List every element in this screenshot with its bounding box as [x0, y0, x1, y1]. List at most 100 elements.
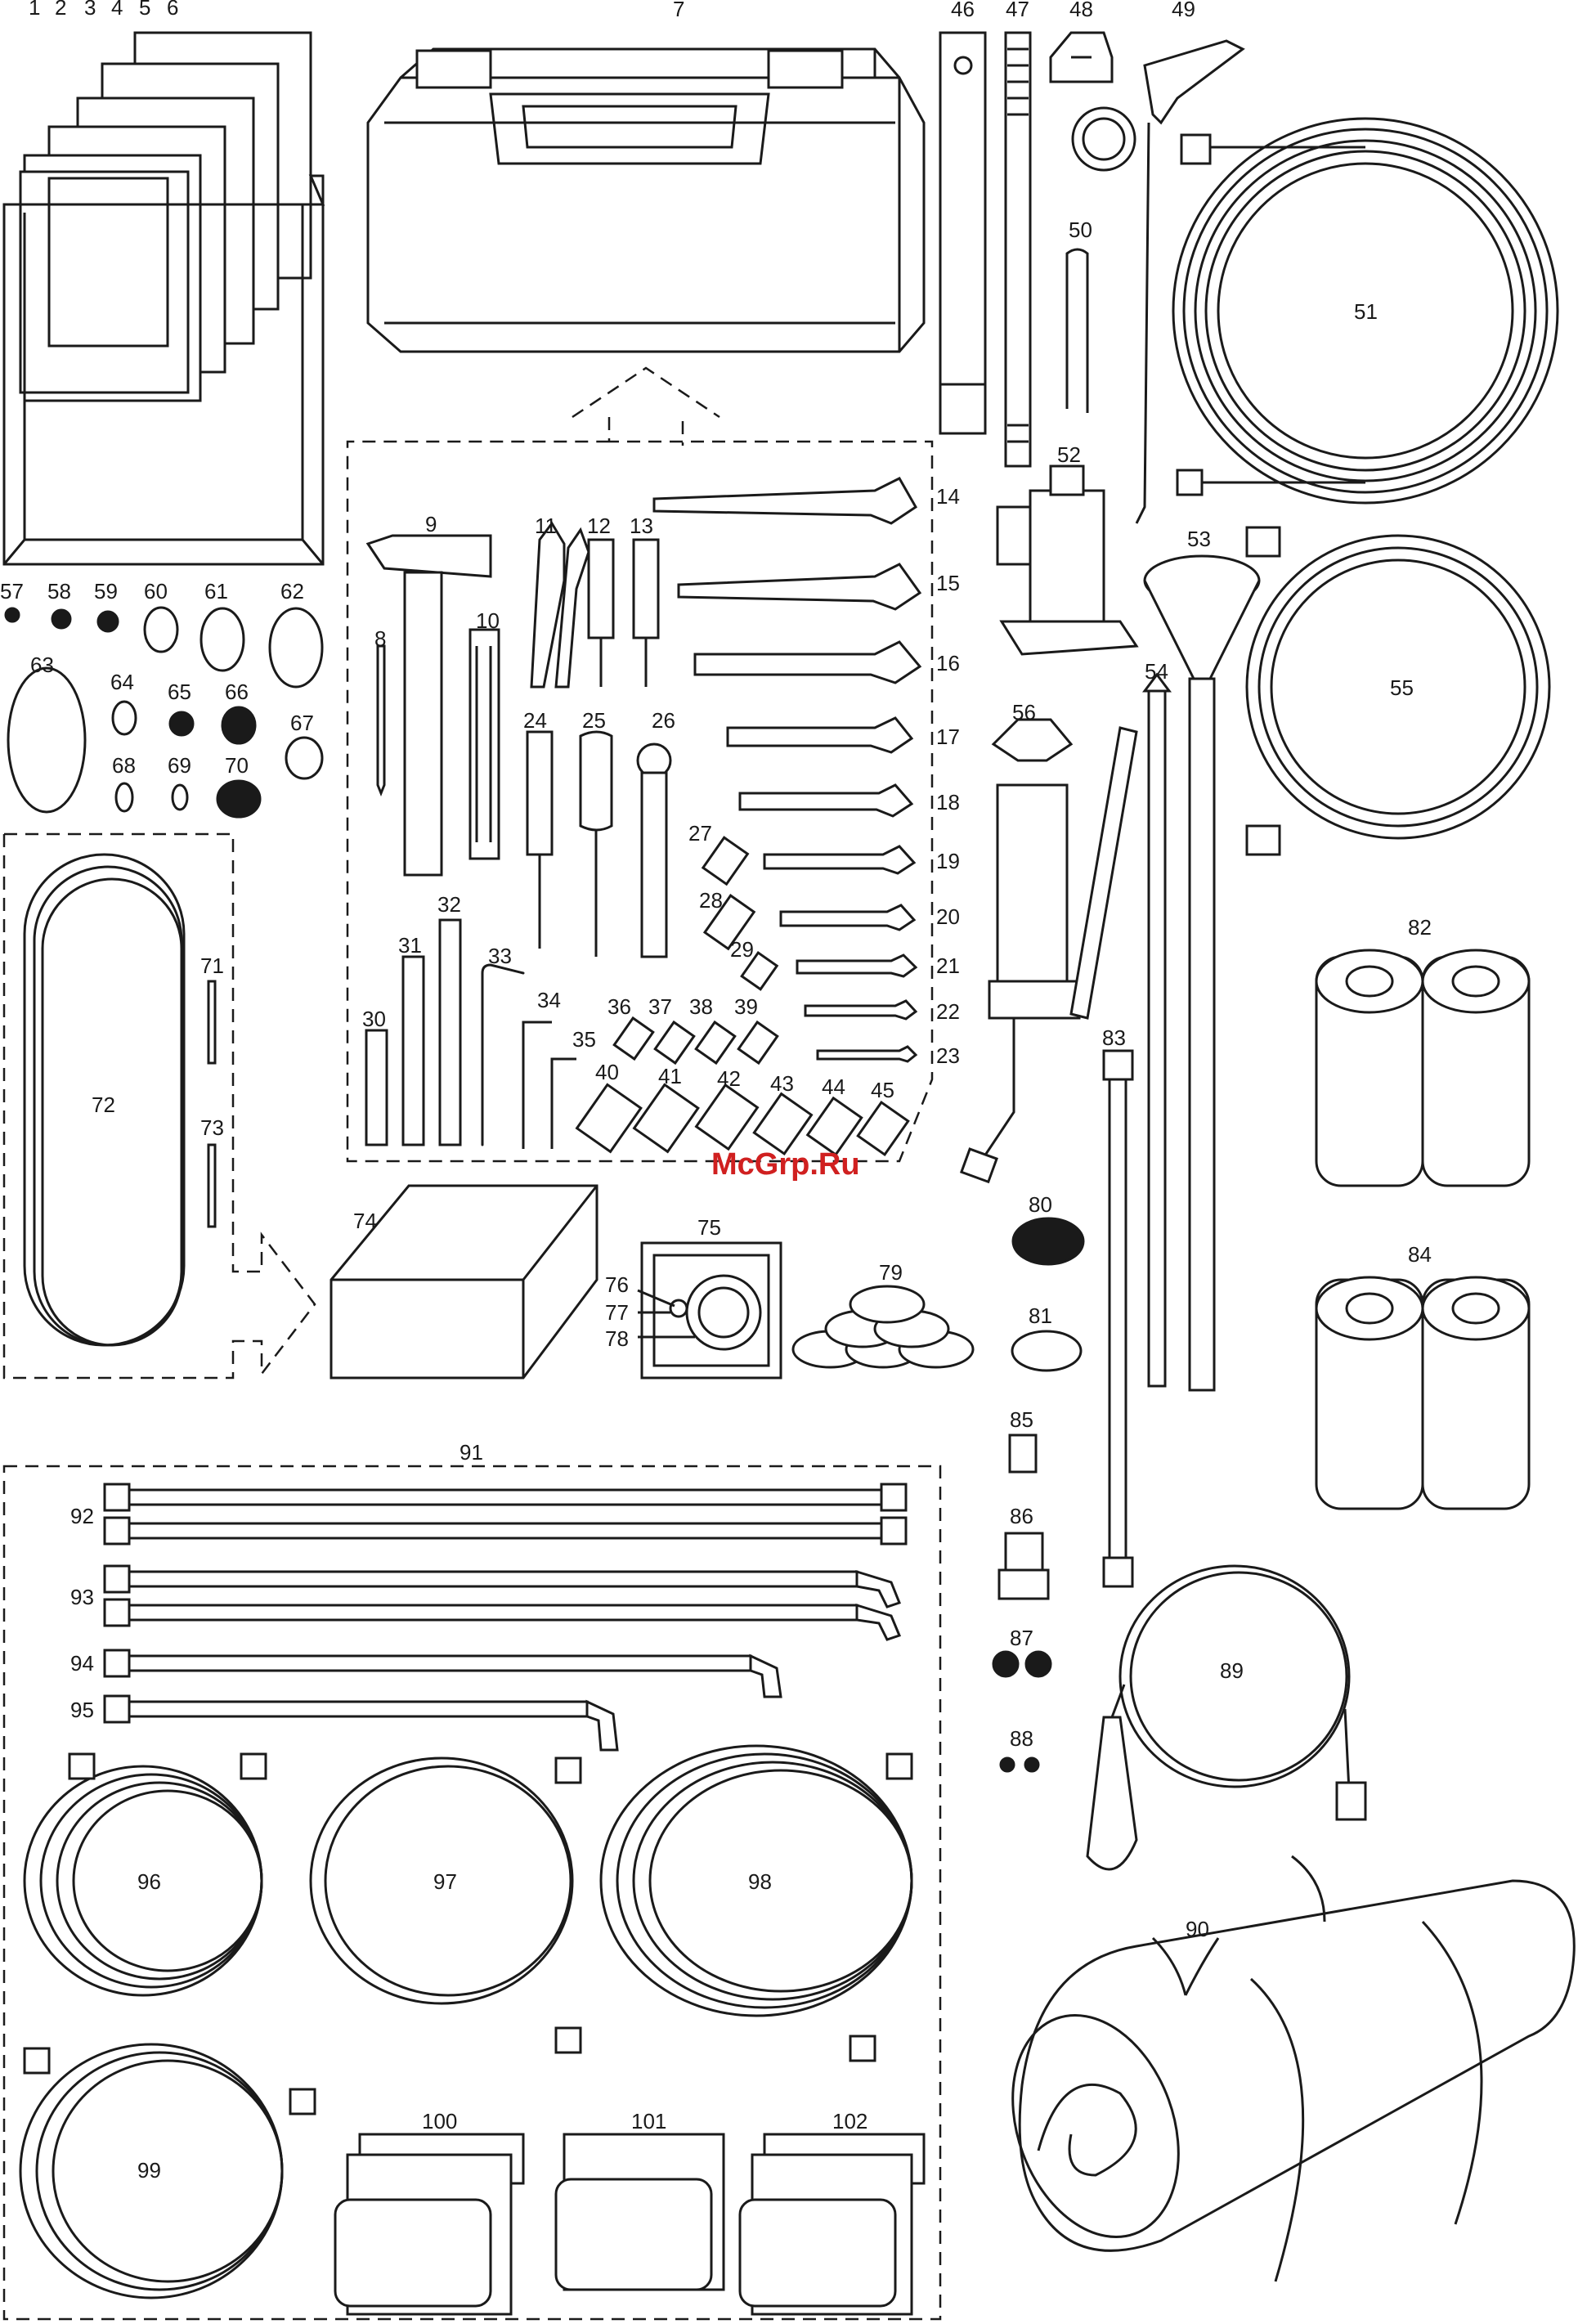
label-77: 77: [605, 1300, 629, 1325]
label-33: 33: [488, 944, 512, 968]
clamp-block: [1049, 31, 1114, 83]
probe-tube: [1142, 672, 1172, 1388]
hex-keys: [481, 963, 576, 1149]
socket-row-small: [612, 1016, 779, 1066]
label-13: 13: [630, 514, 653, 538]
label-85: 85: [1010, 1407, 1033, 1432]
coiled-hose-97: [309, 1756, 582, 2054]
label-98: 98: [748, 1869, 772, 1894]
wrench-set: [652, 477, 922, 1063]
label-72: 72: [92, 1092, 115, 1117]
label-30: 30: [362, 1007, 386, 1031]
filter-pair-82: [1315, 949, 1531, 1187]
label-62: 62: [280, 579, 304, 603]
label-94: 94: [70, 1651, 94, 1676]
label-7: 7: [673, 0, 684, 21]
label-88: 88: [1010, 1726, 1033, 1751]
socket-row-large: [575, 1083, 910, 1157]
hose-pair-93: [103, 1564, 902, 1641]
screwdriver-25: [579, 730, 613, 957]
o-rings: [4, 606, 324, 819]
label-5: 5: [139, 0, 150, 20]
filter-pair-84: [1315, 1276, 1531, 1510]
part-labels: 1 2 3 4 5 6 7 8 9 10 11 12 13 14 15 16 1…: [0, 0, 1432, 2183]
label-23: 23: [936, 1043, 960, 1068]
label-2: 2: [55, 0, 66, 20]
label-102: 102: [832, 2109, 867, 2133]
label-16: 16: [936, 651, 960, 675]
label-83: 83: [1102, 1025, 1126, 1050]
label-64: 64: [110, 670, 134, 694]
label-56: 56: [1012, 700, 1036, 725]
label-63: 63: [30, 653, 54, 677]
funnel: [1143, 554, 1261, 1392]
label-65: 65: [168, 680, 191, 704]
label-8: 8: [374, 626, 386, 651]
coiled-hose-51: [1172, 117, 1559, 505]
label-38: 38: [689, 994, 713, 1019]
label-24: 24: [523, 708, 547, 733]
insulation-roll: [1011, 1855, 1576, 2282]
label-93: 93: [70, 1585, 94, 1609]
strip-73: [207, 1143, 217, 1228]
label-71: 71: [200, 953, 224, 978]
label-96: 96: [137, 1869, 161, 1894]
hose-kit-boundary: [2, 1465, 942, 2321]
document-stack: [2, 31, 325, 566]
power-cable: [1086, 1564, 1367, 1871]
disk-80: [1011, 1217, 1085, 1266]
label-21: 21: [936, 953, 960, 978]
label-39: 39: [734, 994, 758, 1019]
label-55: 55: [1390, 675, 1414, 700]
label-4: 4: [111, 0, 123, 20]
label-73: 73: [200, 1115, 224, 1140]
pliers: [530, 521, 590, 689]
label-18: 18: [936, 790, 960, 814]
label-61: 61: [204, 579, 228, 603]
label-32: 32: [437, 892, 461, 917]
hydraulic-jack: [996, 464, 1139, 656]
hose-94: [103, 1649, 782, 1698]
label-69: 69: [168, 753, 191, 778]
extension-bars: [365, 918, 462, 1146]
label-19: 19: [936, 849, 960, 873]
screwdriver-small-2: [632, 538, 660, 687]
packet-101: [554, 2133, 725, 2291]
label-87: 87: [1010, 1626, 1033, 1650]
label-100: 100: [422, 2109, 457, 2133]
label-20: 20: [936, 904, 960, 929]
foam-block: [329, 1184, 598, 1380]
awl: [376, 644, 386, 797]
label-86: 86: [1010, 1504, 1033, 1528]
label-6: 6: [167, 0, 178, 20]
label-40: 40: [595, 1060, 619, 1084]
screwdriver-small-1: [587, 538, 615, 687]
blow-gun: [1071, 39, 1245, 524]
label-44: 44: [822, 1075, 845, 1099]
label-27: 27: [688, 821, 712, 846]
label-81: 81: [1029, 1303, 1052, 1328]
drive-belt: [23, 853, 186, 1347]
label-70: 70: [225, 753, 249, 778]
label-15: 15: [936, 571, 960, 595]
label-90: 90: [1186, 1917, 1209, 1941]
packet-102: [738, 2133, 926, 2316]
label-45: 45: [871, 1078, 894, 1102]
label-42: 42: [717, 1066, 741, 1091]
label-80: 80: [1029, 1192, 1052, 1217]
label-84: 84: [1408, 1242, 1432, 1267]
label-35: 35: [572, 1027, 596, 1052]
bent-pin: [1065, 248, 1089, 413]
label-46: 46: [951, 0, 975, 21]
label-67: 67: [290, 711, 314, 735]
label-14: 14: [936, 484, 960, 509]
ratchet: [636, 743, 672, 958]
label-79: 79: [879, 1260, 903, 1285]
label-91: 91: [460, 1440, 483, 1465]
label-66: 66: [225, 680, 249, 704]
label-25: 25: [582, 708, 606, 733]
label-26: 26: [652, 708, 675, 733]
label-75: 75: [697, 1215, 721, 1240]
long-socket-bar: [939, 31, 987, 435]
socket-bits: [701, 836, 779, 991]
